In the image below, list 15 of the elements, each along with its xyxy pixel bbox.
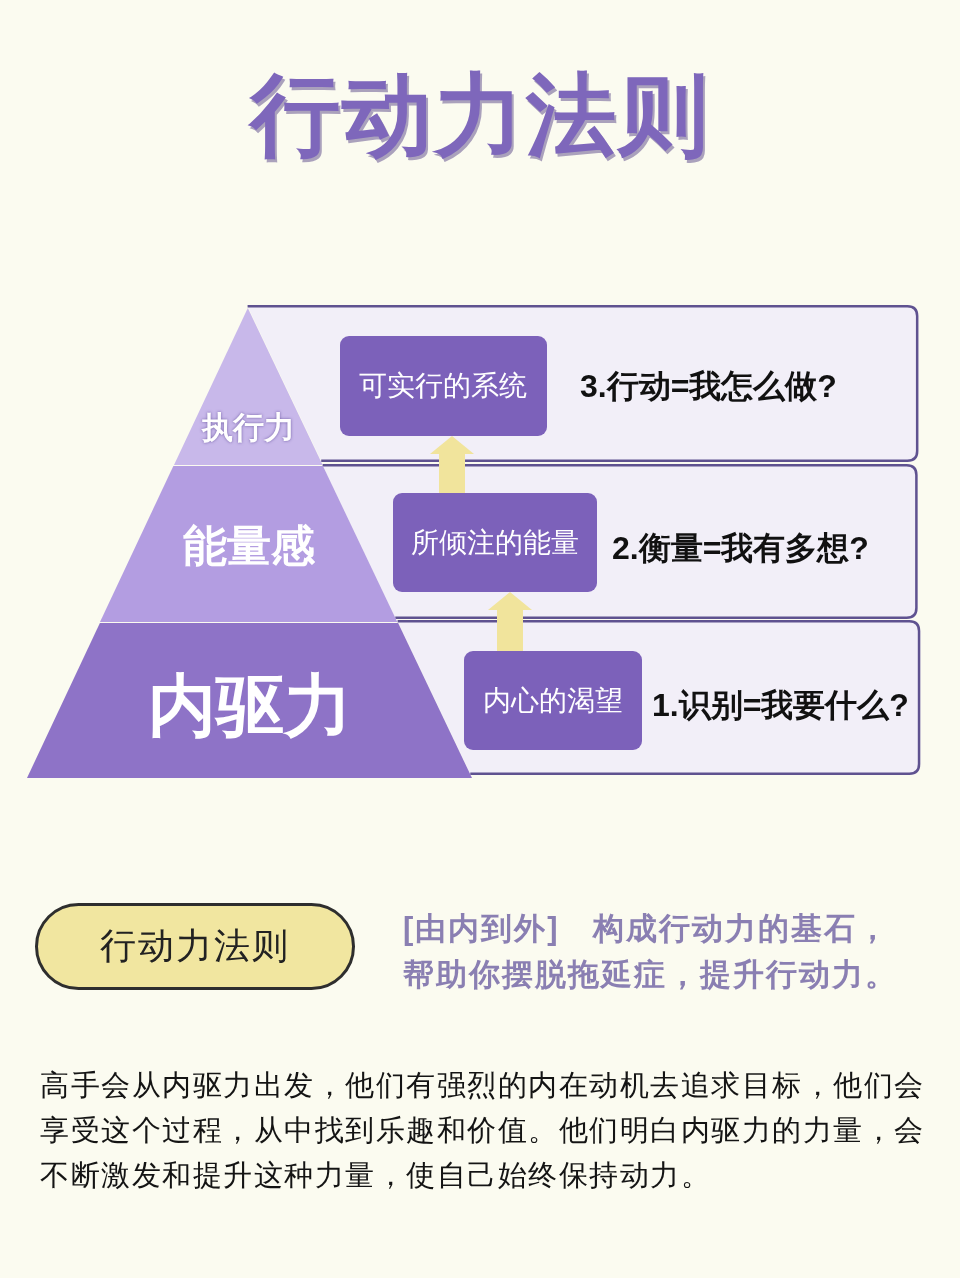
concept-box: 内心的渴望 bbox=[464, 651, 642, 750]
tier-label: 执行力 bbox=[202, 410, 295, 446]
title: 行动力法则 bbox=[250, 66, 710, 165]
arrow bbox=[430, 436, 474, 493]
question-text: 3.行动=我怎么做? bbox=[580, 367, 837, 406]
tier-label: 内驱力 bbox=[147, 665, 352, 745]
rule-pill: 行动力法则 bbox=[35, 903, 355, 990]
description-text: [由内到外] 构成行动力的基石，帮助你摆脱拖延症，提升行动力。 bbox=[403, 910, 899, 994]
tier-label: 能量感 bbox=[183, 520, 315, 572]
question-text: 2.衡量=我有多想? bbox=[612, 529, 869, 568]
question-text: 1.识别=我要什么? bbox=[652, 686, 909, 725]
concept-box: 所倾注的能量 bbox=[393, 493, 597, 592]
concept-box: 可实行的系统 bbox=[340, 336, 547, 436]
arrow bbox=[488, 592, 532, 651]
body-paragraph: 高手会从内驱力出发，他们有强烈的内在动机去追求目标，他们会享受这个过程，从中找到乐趣和价值。他们明白内驱力的力量，会不断激发和提升这种力量，使自己始终保持动力。 bbox=[40, 1068, 926, 1193]
